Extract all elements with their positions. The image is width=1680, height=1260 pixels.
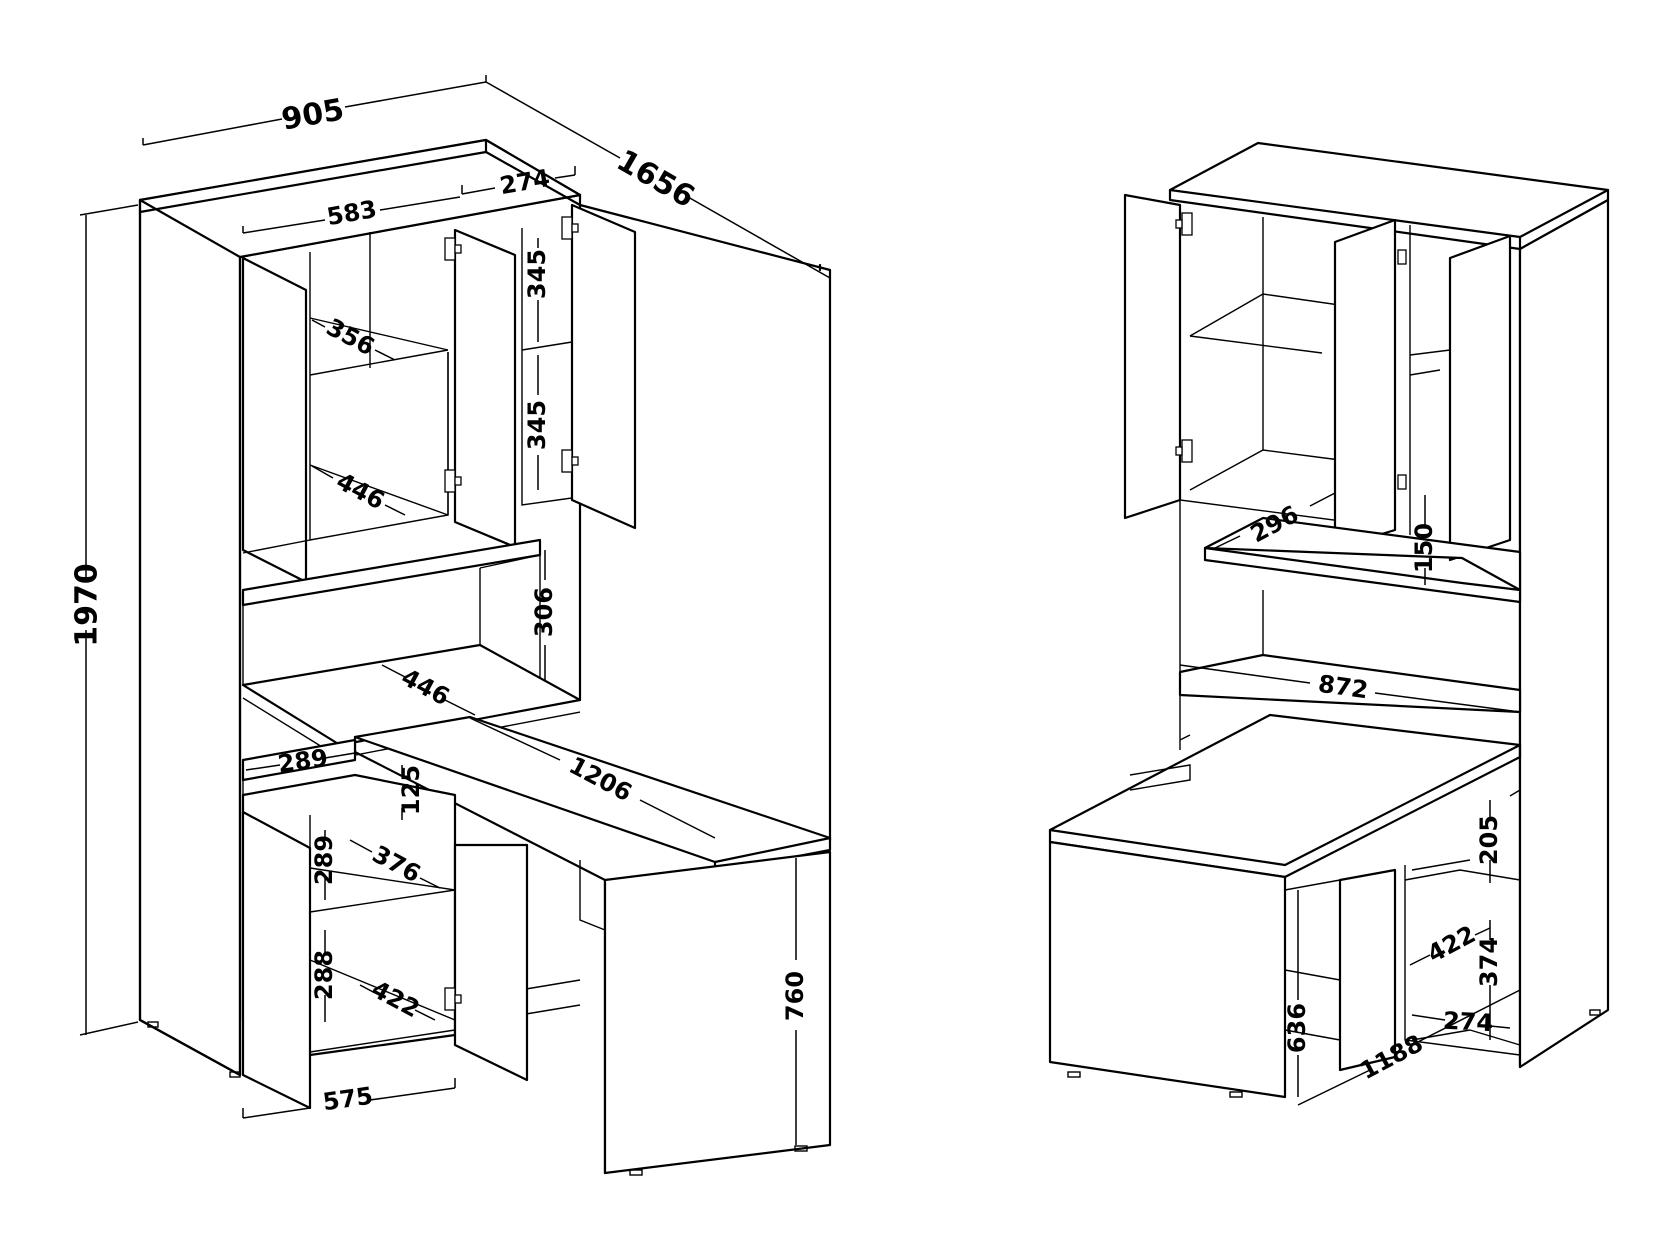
- dim-desk-height: 760: [781, 971, 809, 1021]
- dim-total-depth: 1656: [611, 143, 701, 215]
- dim-r-shelf-gap: 150: [1410, 523, 1438, 573]
- carcass-outline: [138, 198, 242, 1077]
- dim-r-shelf-height: 205: [1475, 815, 1503, 865]
- lower-right-door: [453, 843, 529, 1082]
- dim-r-inner-width: 872: [1316, 670, 1370, 705]
- dim-r-shelf-height-lower: 374: [1475, 937, 1503, 987]
- right-upper-left-door: [1123, 193, 1182, 520]
- dim-side-shelf-lower: 345: [523, 400, 551, 450]
- lower-left-door: [241, 810, 312, 1110]
- right-view-drawing: [1048, 141, 1610, 1106]
- dim-r-desk-leg-height: 636: [1283, 1003, 1311, 1053]
- dim-r-shelf-depth-lower: 422: [1423, 920, 1480, 968]
- hinge-icon: [1175, 212, 1407, 490]
- foot-left: [147, 1021, 159, 1028]
- dim-drawer-width: 289: [276, 744, 330, 779]
- dim-bottom-cabinet-width: 575: [321, 1082, 375, 1117]
- dim-niche-height: 306: [530, 587, 558, 637]
- dim-side-shelf-upper: 345: [523, 249, 551, 299]
- right-lower-door: [1338, 868, 1397, 1072]
- left-view-drawing: [79, 75, 832, 1176]
- desk-leg: [603, 850, 832, 1175]
- upper-right-door: [570, 203, 637, 530]
- dim-bottom-shelf-height-lower: 288: [310, 950, 338, 1000]
- dim-lower-shelf-depth: 446: [332, 467, 389, 515]
- right-desk-top: [1048, 713, 1522, 867]
- dim-total-height: 1970: [70, 563, 105, 647]
- desk-top-shelf: [241, 643, 582, 747]
- dim-drawer-height: 125: [397, 765, 425, 815]
- hinge-icon: [444, 216, 579, 1011]
- dim-total-width: 905: [279, 92, 347, 137]
- upper-middle-door: [453, 228, 517, 549]
- right-desk-shelf: [1178, 653, 1522, 714]
- drawer: [241, 738, 357, 782]
- upper-left-door: [241, 256, 308, 584]
- dim-bottom-shelf-height-upper: 289: [310, 835, 338, 885]
- right-middle-shelf: [1203, 516, 1522, 592]
- left-dimension-lines: [79, 75, 831, 1145]
- right-upper-right-door: [1448, 234, 1512, 562]
- dim-r-shelf-width: 274: [1442, 1007, 1494, 1038]
- right-desk-leg: [1048, 840, 1287, 1099]
- right-side-panel: [1518, 198, 1610, 1069]
- right-dimension-lines: [1179, 492, 1521, 1106]
- right-upper-middle-door: [1333, 218, 1397, 550]
